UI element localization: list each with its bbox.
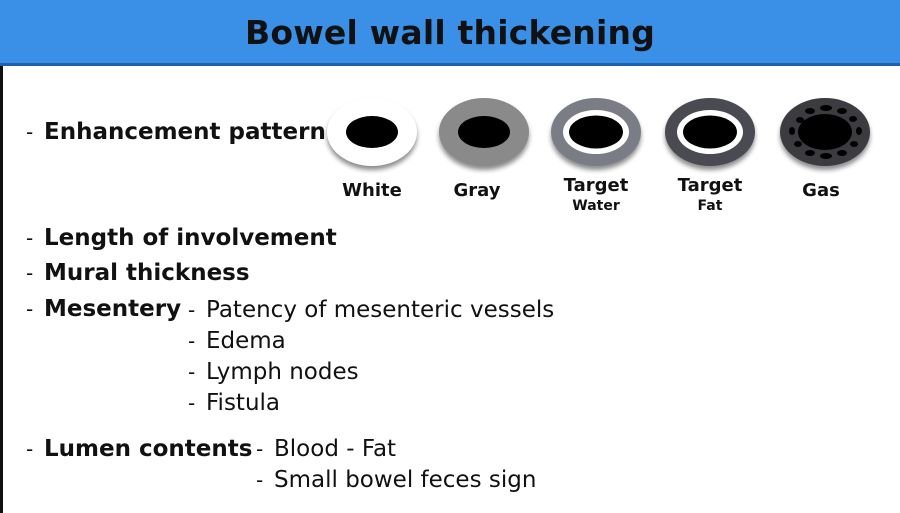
pattern-label-gray: Gray [422,180,532,202]
bullet-dash: - [26,120,34,144]
bullet-mural-thickness: - Mural thickness [26,260,250,286]
lumen-shape [458,116,510,148]
gas-pattern-icon [780,98,870,166]
item-label: Edema [206,328,286,354]
left-border [0,0,3,513]
pattern-label-gas: Gas [766,180,876,202]
bullet-label: Lumen contents [44,436,253,462]
item-label: Lymph nodes [206,359,359,385]
pattern-label-target-fat: Target Fat [655,175,765,215]
gray-pattern-icon [439,98,529,166]
inner-ring-shape [563,110,629,154]
bullet-length-of-involvement: - Length of involvement [26,225,337,251]
lumen-shape [346,116,398,148]
pattern-label-text: Gray [453,180,501,201]
pattern-sublabel-text: Water [572,198,620,214]
lumen-sublist: -Blood - Fat -Small bowel feces sign [256,434,536,496]
target-fat-pattern-icon [665,98,755,166]
list-item: -Blood - Fat [256,434,536,465]
list-item: -Edema [188,326,554,357]
bullet-label: Mesentery [44,296,182,322]
gas-bubbles-icon [789,105,862,159]
item-label: Blood - Fat [274,436,397,462]
lumen-shape [683,115,737,149]
item-label: Small bowel feces sign [274,467,537,493]
pattern-label-text: White [342,180,402,201]
list-item: -Lymph nodes [188,357,554,388]
item-dash: - [256,437,264,461]
bullet-dash: - [26,297,34,321]
mesentery-sublist: -Patency of mesenteric vessels -Edema -L… [188,295,554,419]
bullet-enhancement-pattern: - Enhancement pattern [26,119,326,145]
list-item: -Patency of mesenteric vessels [188,295,554,326]
bullet-dash: - [26,261,34,285]
item-dash: - [256,468,264,492]
bullet-label: Mural thickness [44,260,250,286]
bullet-dash: - [26,226,34,250]
page-title: Bowel wall thickening [244,13,656,52]
title-bar: Bowel wall thickening [0,0,900,66]
item-dash: - [188,329,196,353]
lumen-shape [569,115,623,149]
target-water-pattern-icon [551,98,641,166]
pattern-label-target-water: Target Water [541,175,651,215]
white-pattern-icon [327,98,417,166]
bullet-label: Enhancement pattern [44,119,326,145]
pattern-label-white: White [317,180,427,202]
pattern-label-text: Target [563,175,629,196]
inner-ring-shape [677,110,743,154]
bullet-mesentery: - Mesentery [26,296,181,322]
item-dash: - [188,298,196,322]
bullet-label: Length of involvement [44,225,337,251]
item-label: Patency of mesenteric vessels [206,297,555,323]
list-item: -Small bowel feces sign [256,465,536,496]
pattern-label-text: Target [677,175,743,196]
bullet-lumen-contents: - Lumen contents [26,436,252,462]
list-item: -Fistula [188,388,554,419]
bullet-dash: - [26,437,34,461]
pattern-label-text: Gas [802,180,840,201]
item-dash: - [188,360,196,384]
item-dash: - [188,391,196,415]
pattern-sublabel-text: Fat [697,198,723,214]
item-label: Fistula [206,390,281,416]
